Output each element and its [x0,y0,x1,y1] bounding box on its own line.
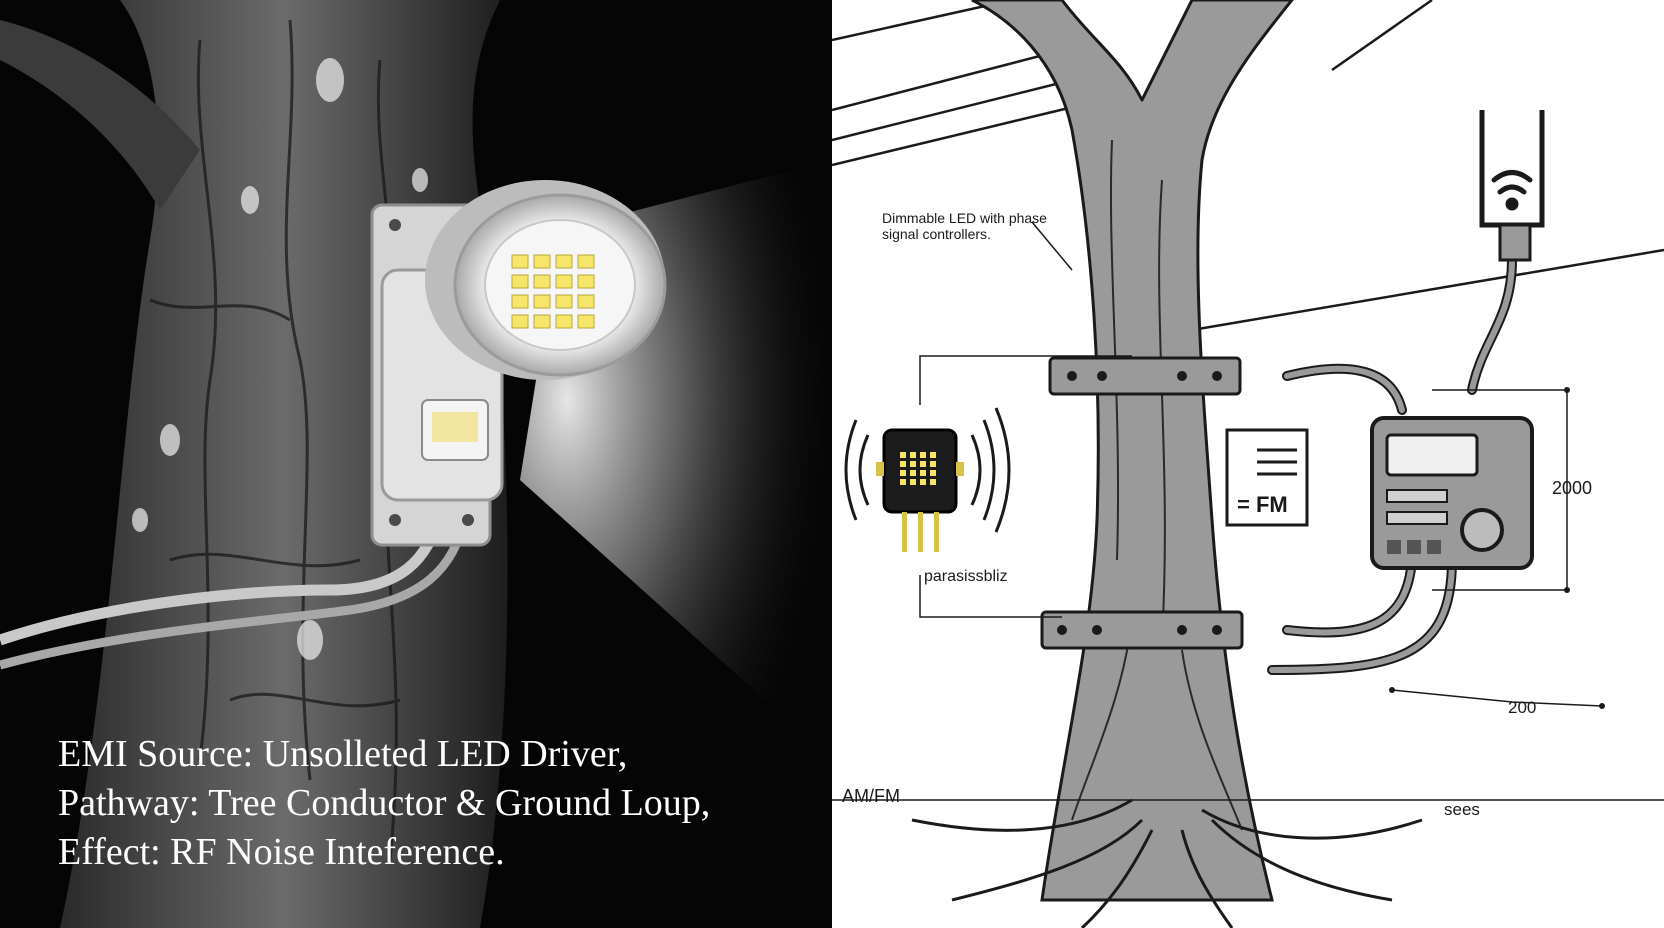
dimension-label-2000: 2000 [1552,478,1593,498]
chip-led-cell [920,479,926,485]
led-cell [533,314,551,329]
cable [0,508,446,646]
led-cell [511,274,529,289]
led-controller-label-line2: signal controllers. [882,226,991,242]
chip-led-cell [930,470,936,476]
tree-lamp-photo [0,0,832,928]
led-controller-label-line1: Dimmable LED with phase [882,210,1047,226]
chip-led-cell [930,461,936,467]
emi-diagram [832,0,1664,928]
led-cell [533,294,551,309]
radiation-arcs [844,407,1011,533]
water-droplets [132,58,428,660]
chip-led-cell [910,479,916,485]
wifi-icon [1491,170,1533,211]
fm-notice-lines [1257,448,1297,476]
dimension-label-200: 200 [1508,698,1537,717]
led-chip-icon [876,428,964,552]
chip-led-cell [920,461,926,467]
cable [0,514,470,670]
led-cell [577,294,595,309]
photo-panel: EMI Source: Unsolleted LED Driver, Pathw… [0,0,832,928]
caption-line-pathway: Pathway: Tree Conductor & Ground Loup, [58,782,711,824]
caption-line-effect: Effect: RF Noise Inteference. [58,831,505,873]
leader-lines [919,221,1603,707]
radio-receiver-icon [1370,416,1534,570]
tree-branch [0,20,200,210]
parasitic-label: parasissbliz [924,568,1008,585]
chip-led-cell [900,461,906,467]
chip-led-cell [900,479,906,485]
led-cell [555,294,573,309]
led-cell [577,314,595,329]
led-cell [511,254,529,269]
led-cell [577,274,595,289]
fm-notice-box [1225,428,1309,527]
chip-led-cell [920,470,926,476]
led-cell [533,274,551,289]
caption-line-source: EMI Source: Unsolleted LED Driver, [58,733,628,775]
tree-roots [911,798,1423,928]
led-cell [555,254,573,269]
led-cell [511,314,529,329]
antenna-icon [1479,110,1545,262]
chip-led-cell [930,452,936,458]
tree-strap-upper [1048,356,1242,396]
chip-led-cell [910,452,916,458]
led-cell [555,274,573,289]
led-controller-label: Dimmable LED with phase signal controlle… [882,210,1047,242]
led-cell [577,254,595,269]
chip-led-cell [930,479,936,485]
chip-led-cell [900,470,906,476]
led-cell [533,254,551,269]
chip-led-cell [920,452,926,458]
chip-led-cell [910,461,916,467]
chip-led-cell [900,452,906,458]
tree-trunk [971,0,1294,902]
led-array [511,254,595,329]
led-cell [555,314,573,329]
fm-label: = FM [1237,492,1288,517]
tree-strap-lower [1040,610,1244,650]
chip-led-cell [910,470,916,476]
amfm-label: AM/FM [842,786,900,806]
ground-text-label: sees [1444,800,1480,819]
diagram-panel: Dimmable LED with phase signal controlle… [832,0,1664,928]
led-cell [511,294,529,309]
caption: EMI Source: Unsolleted LED Driver, Pathw… [58,730,818,877]
